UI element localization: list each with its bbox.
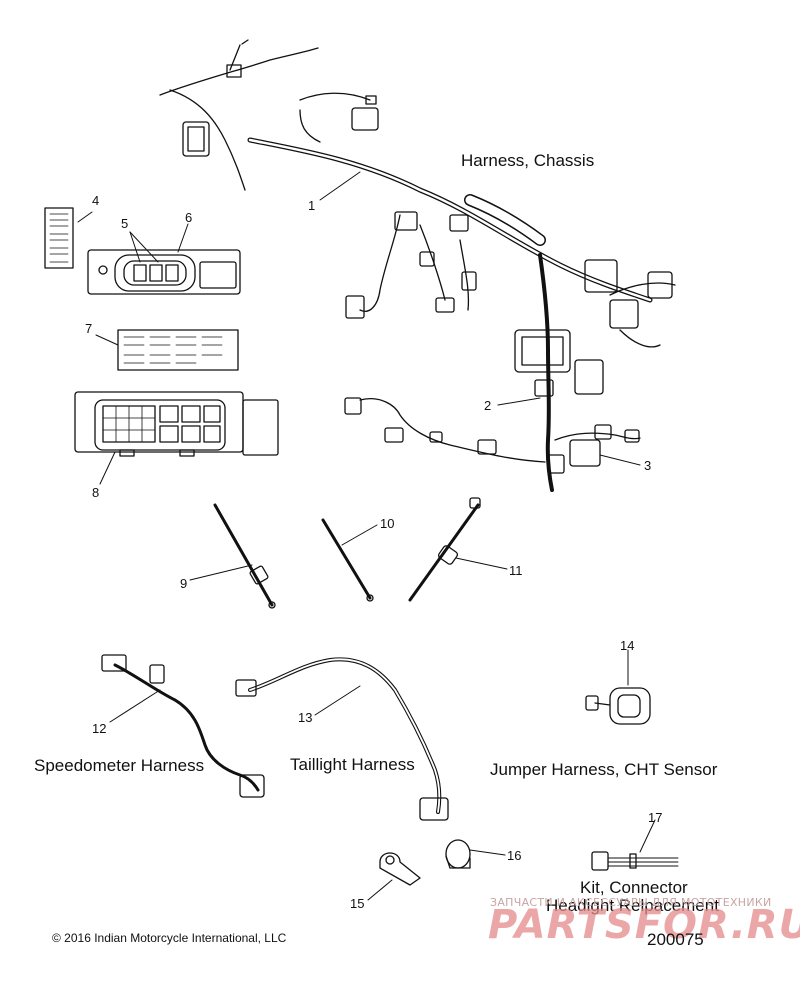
watermark-tagline: ЗАПЧАСТИ И АКСЕССУАРЫ ДЛЯ МОТОТЕХНИКИ — [490, 896, 772, 909]
label-part-4-drawing — [44, 207, 74, 269]
connector-kit-drawing — [591, 851, 679, 871]
label-part-7-drawing — [117, 329, 239, 371]
caption-headlight-replacement: Headight Relpacement — [546, 896, 719, 915]
callout-11: 11 — [509, 563, 523, 578]
callout-14: 14 — [620, 638, 634, 653]
speedometer-harness-drawing — [101, 654, 265, 798]
clamps-drawing — [379, 839, 471, 886]
callout-7: 7 — [85, 321, 92, 336]
caption-speedometer-harness: Speedometer Harness — [34, 756, 205, 775]
diagram-number: 200075 — [647, 930, 704, 949]
caption-jumper-harness: Jumper Harness, CHT Sensor — [490, 760, 718, 779]
caption-harness-chassis: Harness, Chassis — [461, 151, 595, 170]
callout-13: 13 — [298, 710, 312, 725]
callout-2: 2 — [484, 398, 491, 413]
callout-10: 10 — [380, 516, 394, 531]
watermark-logo: PARTSFOR.RU — [488, 902, 800, 948]
callout-8: 8 — [92, 485, 99, 500]
callout-6: 6 — [185, 210, 192, 225]
callout-9: 9 — [180, 576, 187, 591]
caption-kit-connector: Kit, Connector — [580, 878, 688, 897]
callout-15: 15 — [350, 896, 364, 911]
jumper-harness-drawing — [585, 687, 651, 725]
callout-5: 5 — [121, 216, 128, 231]
callout-3: 3 — [644, 458, 651, 473]
callout-16: 16 — [507, 848, 521, 863]
cable-ties-drawing — [213, 497, 481, 609]
copyright-notice: © 2016 Indian Motorcycle International, … — [52, 931, 287, 945]
fuse-box-drawing — [87, 249, 241, 295]
fuse-block-drawing — [74, 391, 279, 457]
callout-numbers: 1 2 3 4 5 6 7 8 9 10 11 12 13 14 15 16 1… — [85, 193, 662, 911]
chassis-harness-drawing — [159, 39, 676, 492]
leader-lines — [77, 171, 656, 901]
caption-taillight-harness: Taillight Harness — [290, 755, 415, 774]
callout-12: 12 — [92, 721, 106, 736]
callout-17: 17 — [648, 810, 662, 825]
taillight-harness-drawing — [235, 657, 449, 821]
callout-4: 4 — [92, 193, 99, 208]
callout-1: 1 — [308, 198, 315, 213]
